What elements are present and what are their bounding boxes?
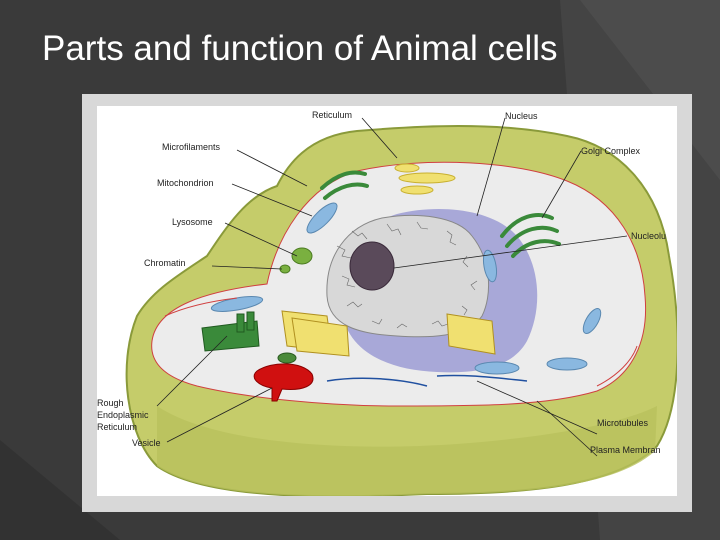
label-golgi-complex: Golgi Complex bbox=[581, 146, 641, 156]
label-microfilaments: Microfilaments bbox=[162, 142, 221, 152]
label-rough-er-2: Endoplasmic bbox=[97, 410, 149, 420]
diagram-frame: Reticulum Nucleus Microfilaments Golgi C… bbox=[82, 94, 692, 512]
mitochondria bbox=[210, 202, 602, 375]
label-mitochondrion: Mitochondrion bbox=[157, 178, 214, 188]
label-plasma-membrane: Plasma Membran bbox=[590, 445, 661, 455]
microtubules bbox=[326, 374, 528, 387]
smooth-er bbox=[281, 310, 496, 357]
label-chromatin: Chromatin bbox=[144, 258, 186, 268]
vesicle bbox=[253, 363, 314, 402]
smooth-er-top bbox=[394, 163, 456, 195]
label-rough-er-1: Rough bbox=[97, 398, 124, 408]
label-nucleolus: Nucleolu bbox=[631, 231, 666, 241]
label-vesicle: Vesicle bbox=[132, 438, 161, 448]
golgi-complex-left bbox=[320, 170, 369, 200]
golgi-complex bbox=[500, 213, 561, 258]
label-reticulum: Reticulum bbox=[312, 110, 352, 120]
animal-cell-diagram: Reticulum Nucleus Microfilaments Golgi C… bbox=[97, 106, 677, 496]
lysosome bbox=[291, 247, 313, 265]
label-microtubules: Microtubules bbox=[597, 418, 649, 428]
label-lysosome: Lysosome bbox=[172, 217, 213, 227]
label-nucleus: Nucleus bbox=[505, 111, 538, 121]
vesicle-small bbox=[277, 352, 297, 364]
label-rough-er-3: Reticulum bbox=[97, 422, 137, 432]
microfilaments bbox=[164, 297, 638, 387]
cell-illustration: Reticulum Nucleus Microfilaments Golgi C… bbox=[97, 110, 677, 496]
cytoplasm-shadow bbox=[157, 406, 657, 496]
slide-title: Parts and function of Animal cells bbox=[42, 29, 558, 68]
nucleolus bbox=[349, 241, 395, 291]
rough-endoplasmic-reticulum bbox=[201, 311, 260, 352]
leader-lines bbox=[156, 117, 628, 457]
